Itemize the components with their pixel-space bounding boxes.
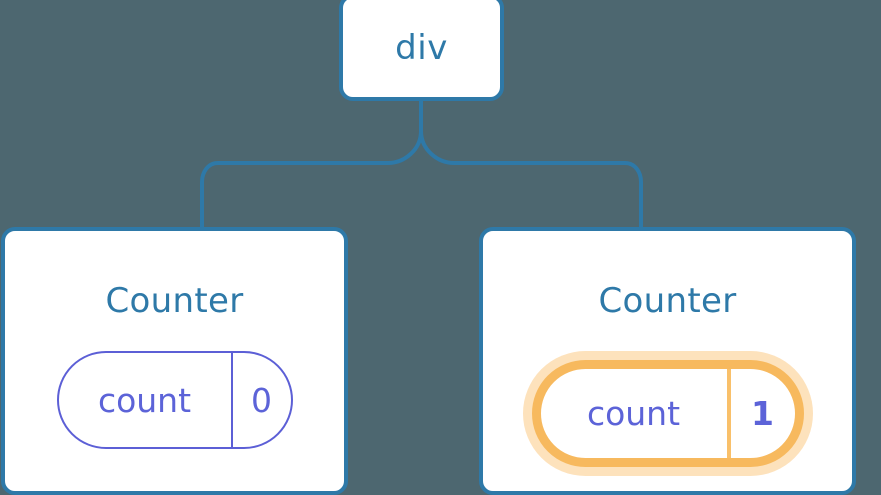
component-card-counter-right[interactable]: Counter count 1 [479,227,856,495]
state-pill-halo: count 1 [522,351,813,476]
connector-left-branch [200,97,423,231]
state-pill-value: 1 [751,394,774,433]
state-pill[interactable]: count 0 [56,351,293,449]
state-pill-wrapper: count 1 [483,351,852,476]
state-pill[interactable]: count 1 [531,360,804,467]
component-card-title: Counter [598,281,737,321]
tree-node-div[interactable]: div [339,0,504,101]
state-pill-value: 0 [251,380,272,420]
component-card-counter-left[interactable]: Counter count 0 [1,227,348,495]
component-card-title: Counter [105,281,244,321]
state-pill-key: count [541,369,731,458]
state-pill-wrapper: count 0 [5,351,344,449]
state-pill-key: count [59,353,233,447]
tree-node-div-label: div [395,27,448,68]
connector-right-branch [419,97,643,231]
